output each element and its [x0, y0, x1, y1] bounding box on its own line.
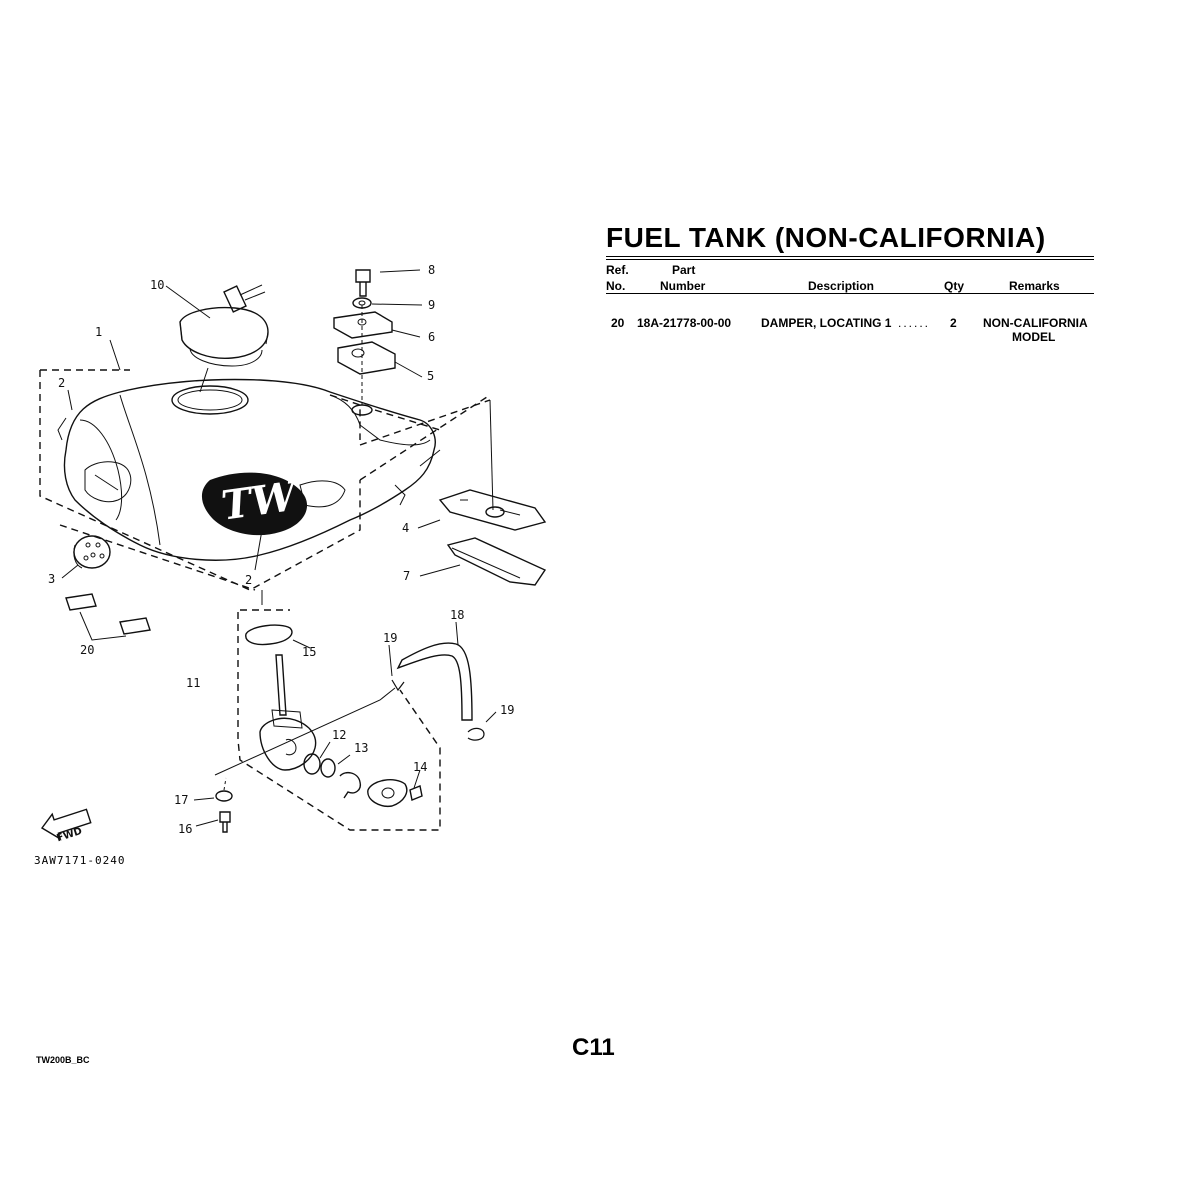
row-remarks-line1: NON-CALIFORNIA [983, 316, 1088, 330]
model-code: TW200B_BC [36, 1055, 90, 1065]
callout-9: 9 [428, 298, 436, 312]
callout-8: 8 [428, 263, 436, 277]
callout-13: 13 [354, 741, 369, 755]
row-description: DAMPER, LOCATING 1 [761, 316, 892, 330]
row-leader-dots: ...... [898, 316, 931, 330]
seal-12 [303, 753, 321, 775]
gasket-15 [245, 624, 293, 646]
callout-20: 20 [80, 643, 95, 657]
tank-logo-text: TW [219, 472, 304, 530]
callout-18: 18 [450, 608, 465, 622]
col-remarks: Remarks [1009, 279, 1060, 293]
callout-7: 7 [403, 569, 411, 583]
callout-12: 12 [332, 728, 347, 742]
fuel-hose-18 [396, 642, 473, 721]
bolt-8 [355, 269, 371, 297]
plate-6 [333, 311, 393, 339]
title-rule-top [606, 256, 1094, 257]
callout-11: 11 [186, 676, 201, 690]
col-description: Description [808, 279, 875, 293]
row-ref: 20 [611, 316, 625, 330]
damper-20b [119, 617, 151, 635]
header-rule [606, 293, 1094, 294]
callout-2b: 2 [245, 573, 253, 587]
clip-19a [391, 679, 405, 692]
callout-6: 6 [428, 330, 436, 344]
tank-group-outline [39, 370, 361, 591]
col-ref-line2: No. [606, 279, 626, 293]
bolt-16 [219, 811, 231, 833]
callout-19a: 19 [383, 631, 398, 645]
callout-15: 15 [302, 645, 317, 659]
diagram-code: 3AW7171-0240 [34, 854, 126, 867]
damper-3 [73, 535, 111, 569]
callout-16: 16 [178, 822, 193, 836]
damper-5 [337, 341, 396, 375]
row-remarks-line2: MODEL [1012, 330, 1056, 344]
col-ref-line1: Ref. [606, 263, 629, 277]
o-ring-13 [320, 758, 336, 778]
washer-17 [215, 790, 233, 802]
callout-10: 10 [150, 278, 165, 292]
col-part-line1: Part [672, 263, 696, 277]
clip-19b [467, 727, 485, 741]
fuel-tank-body [63, 378, 436, 561]
callout-3: 3 [48, 572, 56, 586]
callout-17: 17 [174, 793, 189, 807]
fwd-arrow-icon [40, 808, 92, 841]
damper-4 [438, 489, 547, 531]
callout-5: 5 [427, 369, 435, 383]
fuel-cap [179, 306, 269, 359]
damper-20a [65, 593, 97, 611]
page-title: FUEL TANK (NON-CALIFORNIA) [606, 222, 1046, 253]
callout-4: 4 [402, 521, 410, 535]
callout-14: 14 [413, 760, 428, 774]
plate-14 [367, 779, 408, 807]
damper-7 [446, 537, 547, 586]
lever-13 [339, 771, 362, 799]
col-part-line2: Number [660, 279, 706, 293]
row-qty: 2 [950, 316, 957, 330]
callout-2a: 2 [58, 376, 66, 390]
fuel-cock [275, 654, 287, 716]
tw-logo: TW [201, 472, 346, 536]
col-qty: Qty [944, 279, 965, 293]
callout-19b: 19 [500, 703, 515, 717]
fwd-label: FWD [55, 826, 83, 845]
cock-group-outline [237, 609, 441, 831]
page-number: C11 [572, 1034, 615, 1061]
title-rule-bottom [606, 259, 1094, 260]
screw-14 [409, 785, 423, 801]
row-part-number: 18A-21778-00-00 [637, 316, 732, 330]
callout-1: 1 [95, 325, 103, 339]
